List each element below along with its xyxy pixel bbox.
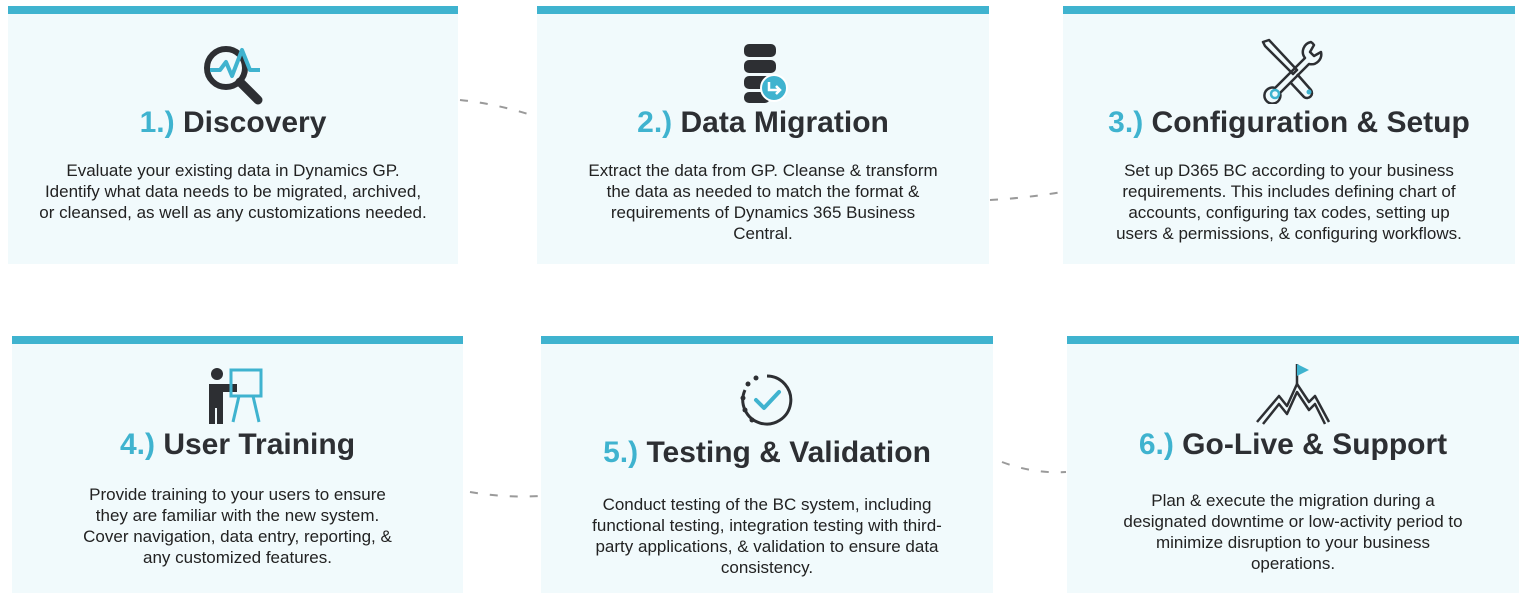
dashed-circle-check-icon bbox=[740, 374, 793, 426]
step-title-user-training: 4.) User Training bbox=[119, 428, 356, 461]
step-description-configuration: Set up D365 BC according to your busines… bbox=[1116, 161, 1462, 243]
connector-4-5 bbox=[469, 491, 541, 498]
step-title-discovery: 1.) Discovery bbox=[139, 106, 327, 139]
step-description-data-migration: Extract the data from GP. Cleanse & tran… bbox=[588, 161, 938, 243]
trainer-presentation-icon bbox=[208, 368, 262, 424]
step-card-go-live: 6.) Go-Live & Support Plan & execute the… bbox=[1067, 336, 1519, 593]
step-title-go-live: 6.) Go-Live & Support bbox=[1138, 428, 1448, 461]
mountain-flag-icon bbox=[1256, 364, 1331, 425]
step-description-testing: Conduct testing of the BC system, includ… bbox=[592, 495, 942, 577]
magnifier-chart-icon bbox=[204, 46, 263, 105]
connector-2-3 bbox=[989, 191, 1063, 201]
database-arrow-icon bbox=[744, 44, 788, 103]
step-card-user-training: 4.) User Training Provide training to yo… bbox=[12, 336, 463, 593]
step-card-testing: 5.) Testing & Validation Conduct testing… bbox=[541, 336, 993, 593]
step-description-discovery: Evaluate your existing data in Dynamics … bbox=[39, 161, 427, 222]
step-card-discovery: 1.) Discovery Evaluate your existing dat… bbox=[8, 6, 458, 264]
step-description-go-live: Plan & execute the migration during a de… bbox=[1123, 491, 1463, 573]
wrench-screwdriver-icon bbox=[1261, 38, 1323, 104]
step-card-data-migration: 2.) Data Migration Extract the data from… bbox=[537, 6, 989, 264]
step-title-data-migration: 2.) Data Migration bbox=[637, 106, 889, 139]
step-title-configuration: 3.) Configuration & Setup bbox=[1108, 106, 1470, 139]
step-description-user-training: Provide training to your users to ensure… bbox=[83, 485, 392, 567]
connector-5-6 bbox=[1001, 461, 1067, 474]
step-title-testing: 5.) Testing & Validation bbox=[603, 436, 931, 469]
connector-1-2 bbox=[459, 99, 535, 117]
step-card-configuration: 3.) Configuration & Setup Set up D365 BC… bbox=[1063, 6, 1515, 264]
